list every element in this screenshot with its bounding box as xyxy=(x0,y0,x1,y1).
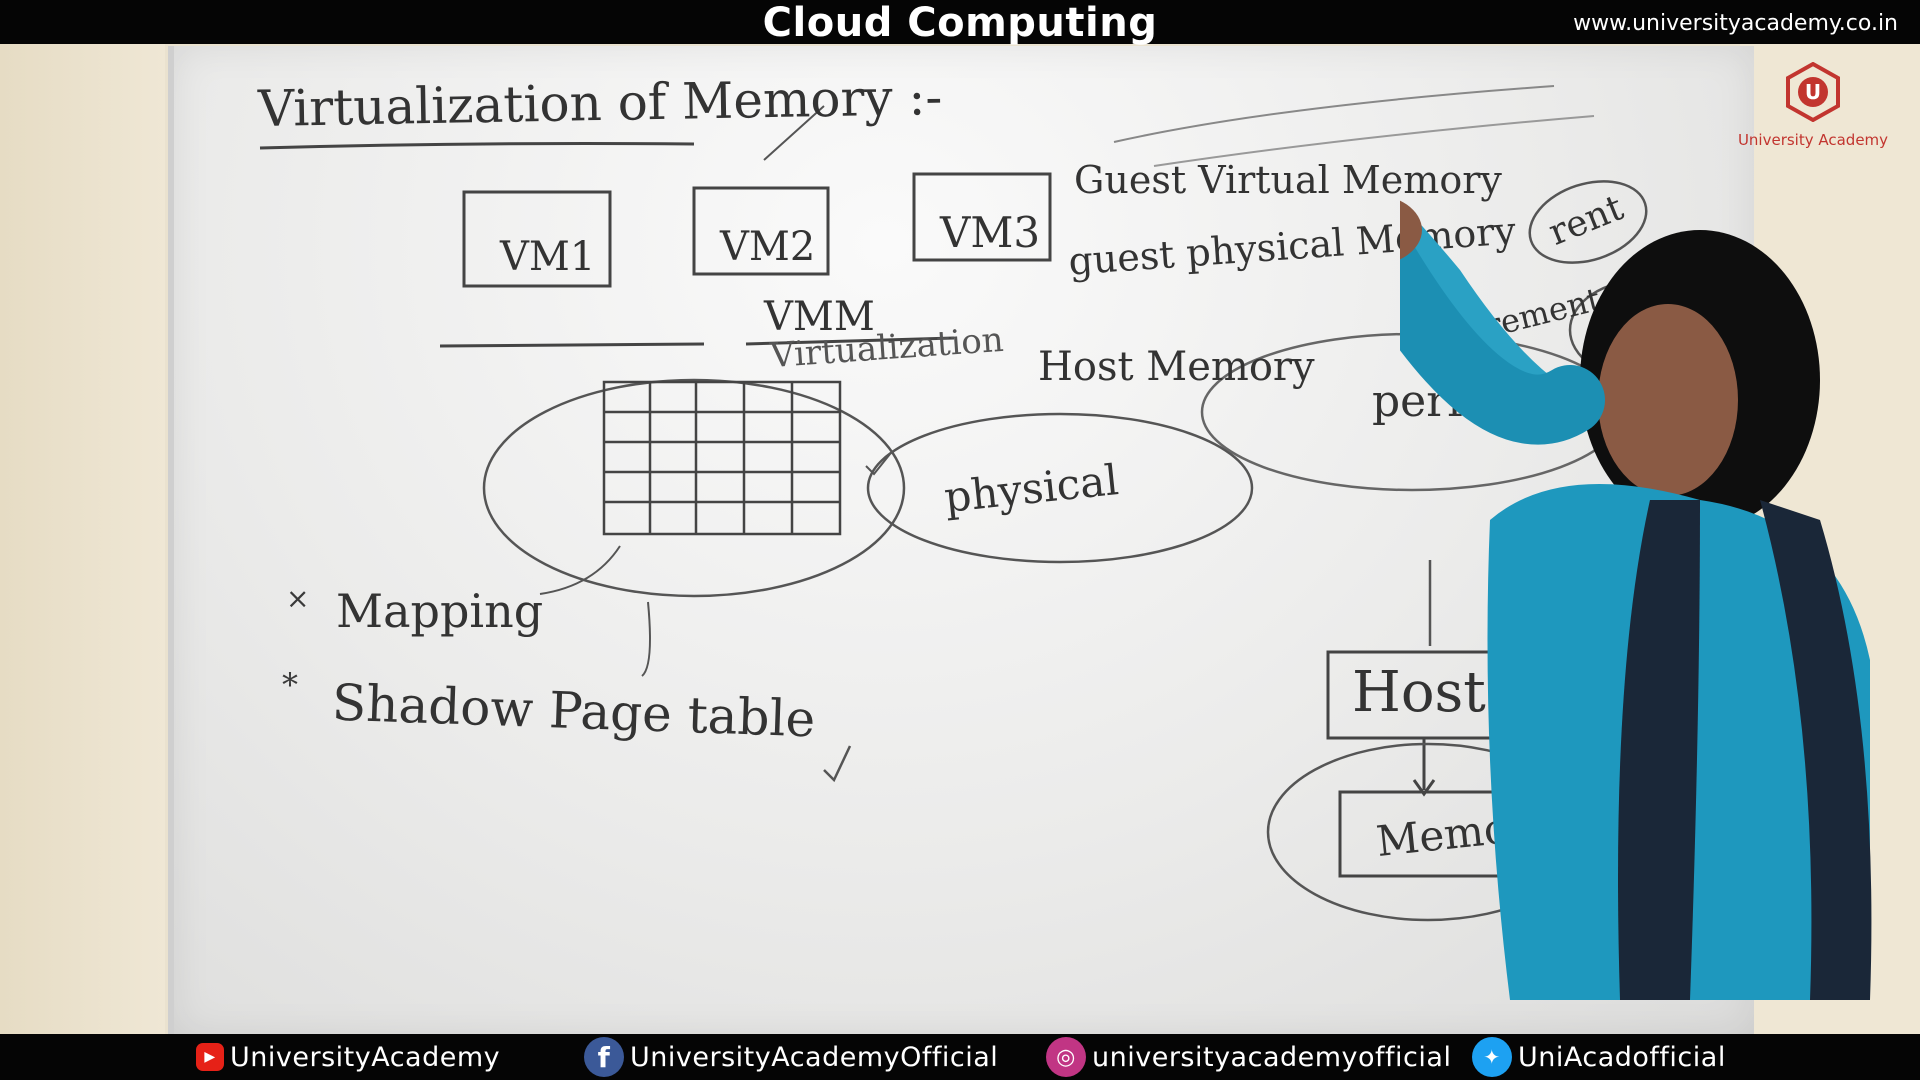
video-title: Cloud Computing xyxy=(762,0,1158,46)
logo-shield-icon: U xyxy=(1786,61,1840,123)
host-memory: Host Memory xyxy=(1038,344,1315,390)
instagram-icon: ◎ xyxy=(1046,1037,1086,1077)
instagram-link[interactable]: ◎ universityacademyofficial xyxy=(1046,1034,1451,1080)
twitter-link[interactable]: ✦ UniAcadofficial xyxy=(1472,1034,1726,1080)
footer-bar: ▶ UniversityAcademy f UniversityAcademyO… xyxy=(0,1034,1920,1080)
instagram-handle: universityacademyofficial xyxy=(1092,1041,1452,1073)
guest-virtual-memory: Guest Virtual Memory xyxy=(1074,158,1502,202)
bullet-mapping: Mapping xyxy=(336,584,544,638)
twitter-handle: UniAcadofficial xyxy=(1518,1041,1726,1073)
host-box-label: Host xyxy=(1352,660,1486,725)
presenter xyxy=(1400,200,1872,1000)
wall-left xyxy=(0,44,165,1034)
university-academy-logo: U University Academy xyxy=(1728,61,1898,149)
vm1-label: VM1 xyxy=(500,234,596,280)
youtube-handle: UniversityAcademy xyxy=(230,1041,501,1073)
website-url: www.universityacademy.co.in xyxy=(1573,11,1898,36)
heading: Virtualization of Memory :- xyxy=(257,68,943,138)
facebook-handle: UniversityAcademyOfficial xyxy=(630,1041,999,1073)
logo-text: University Academy xyxy=(1737,131,1889,149)
logo-letter: U xyxy=(1805,80,1821,104)
vm3-label: VM3 xyxy=(940,208,1041,257)
youtube-icon: ▶ xyxy=(196,1043,224,1071)
facebook-link[interactable]: f UniversityAcademyOfficial xyxy=(584,1034,998,1080)
youtube-link[interactable]: ▶ UniversityAcademy xyxy=(196,1034,500,1080)
header-bar: Cloud Computing www.universityacademy.co… xyxy=(0,0,1920,46)
facebook-icon: f xyxy=(584,1037,624,1077)
svg-text:*: * xyxy=(282,666,298,704)
svg-text:×: × xyxy=(286,582,309,615)
vm2-label: VM2 xyxy=(720,224,816,270)
whiteboard-drawing: × * xyxy=(259,85,1720,922)
twitter-icon: ✦ xyxy=(1472,1037,1512,1077)
vmm-label: VMM xyxy=(764,294,875,340)
